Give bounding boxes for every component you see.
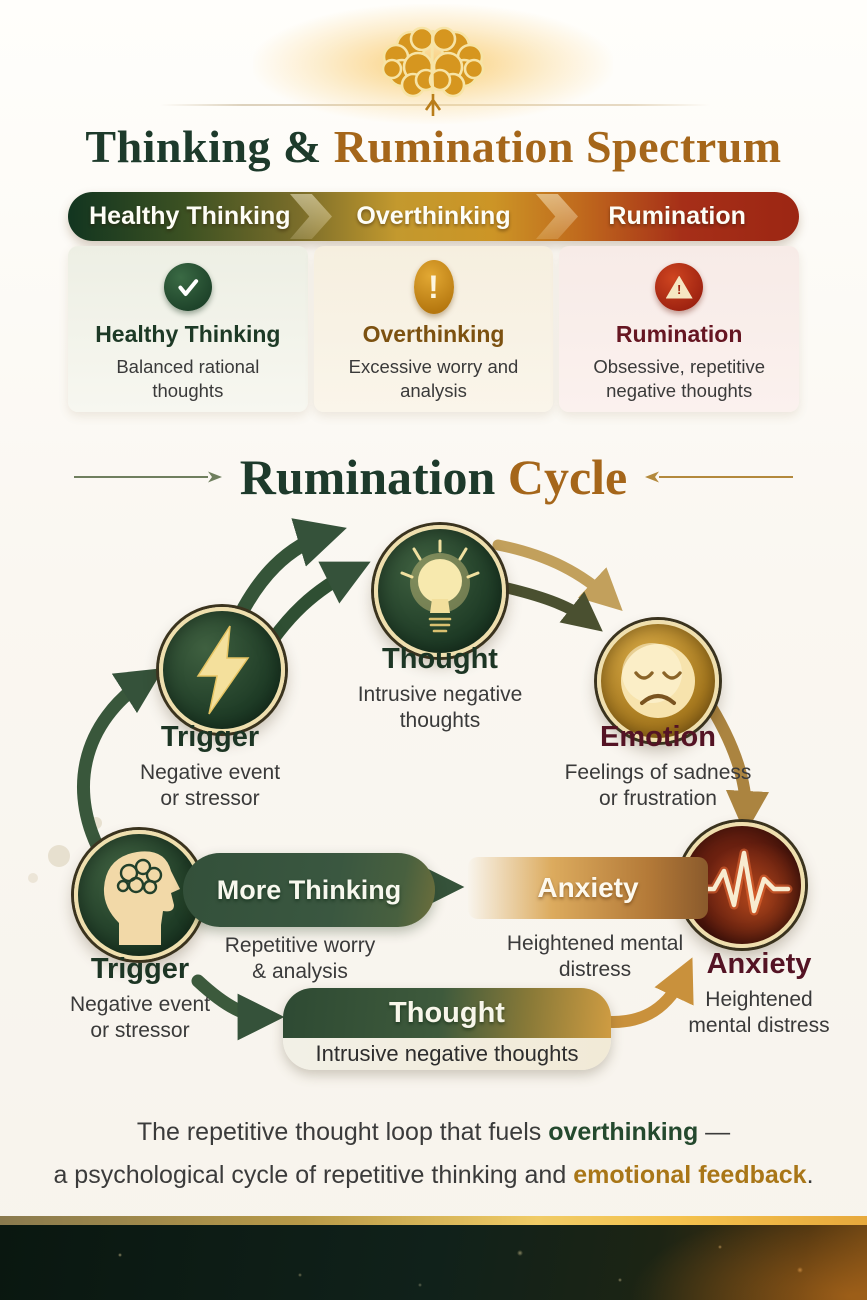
rumination-cycle-diagram: Thought Intrusive negative thoughts Trig… xyxy=(0,505,867,1110)
arrow-emotion-to-anxiety xyxy=(699,691,770,835)
more-thinking-description: Repetitive worry & analysis xyxy=(224,934,376,984)
caption-text: a psychological cycle of repetitive thin… xyxy=(53,1161,574,1189)
emotion-node xyxy=(597,620,719,742)
caption-line-2: a psychological cycle of repetitive thin… xyxy=(0,1161,867,1190)
anxiety-pill-description: Heightened mental distress xyxy=(506,932,684,982)
trigger-description: Negative event or stressor xyxy=(139,761,281,811)
anxiety-right-label: Anxiety Heightened mental distress xyxy=(660,948,858,1040)
right-arrow-line-icon xyxy=(645,471,794,483)
caption-bold-emotional-feedback: emotional feedback xyxy=(573,1161,807,1189)
arrow-thought-pill-to-anxiety xyxy=(592,957,694,1028)
spectrum-segment-rumination: Rumination xyxy=(608,202,746,230)
header-brain-area xyxy=(0,0,867,125)
cycle-title-gold: Cycle xyxy=(507,449,628,505)
card-icon-wrap: ! xyxy=(314,259,554,315)
spectrum-bar: Healthy Thinking Overthinking Rumination xyxy=(68,192,799,241)
thought-label: Thought Intrusive negative thoughts xyxy=(320,643,560,735)
brain-icon xyxy=(381,26,485,116)
caption-text: — xyxy=(698,1118,731,1146)
title-part-gold: Rumination Spectrum xyxy=(333,121,782,172)
caption-line-1: The repetitive thought loop that fuels o… xyxy=(0,1118,867,1147)
card-description: Balanced rational thoughts xyxy=(116,356,260,402)
anxiety-pill: Anxiety xyxy=(468,857,708,919)
card-description: Excessive worry and analysis xyxy=(348,356,519,402)
warning-triangle-icon: ! xyxy=(655,263,704,311)
left-arrow-line-icon xyxy=(73,471,222,483)
thought-pill: Thought Intrusive negative thoughts xyxy=(283,988,611,1070)
emotion-description: Feelings of sadness or frustration xyxy=(564,761,752,811)
arrow-trigger-to-thought-pill xyxy=(191,974,285,1041)
title-part-green: Thinking & xyxy=(85,121,334,172)
trigger-node xyxy=(159,607,285,733)
trigger-title: Trigger xyxy=(160,721,260,753)
caption: The repetitive thought loop that fuels o… xyxy=(0,1118,867,1204)
thought-pill-description: Intrusive negative thoughts xyxy=(283,1038,611,1070)
thought-description: Intrusive negative thoughts xyxy=(357,683,523,733)
card-title: Rumination xyxy=(615,321,743,347)
footer-band xyxy=(0,1225,867,1300)
anxiety-title: Anxiety xyxy=(706,948,812,980)
more-thinking-pill: More Thinking xyxy=(183,853,435,927)
spectrum-cards: Healthy Thinking Balanced rational thoug… xyxy=(68,246,800,412)
spectrum-segment-healthy: Healthy Thinking xyxy=(89,202,291,230)
caption-text: . xyxy=(806,1161,814,1189)
more-thinking-trigger-node xyxy=(74,830,204,960)
cycle-title-green: Rumination xyxy=(239,449,508,505)
checkmark-icon xyxy=(163,263,212,311)
page-title: Thinking & Rumination Spectrum xyxy=(0,120,867,173)
arrow-thought-to-emotion-green xyxy=(497,581,603,632)
cycle-title: Rumination Cycle xyxy=(240,448,628,506)
cycle-heading: Rumination Cycle xyxy=(0,446,867,508)
thought-pill-label: Thought xyxy=(283,988,611,1038)
trigger-title: Trigger xyxy=(90,953,190,985)
thought-title: Thought xyxy=(382,643,498,675)
card-rumination: ! Rumination Obsessive, repetitive negat… xyxy=(559,246,800,412)
head-profile-brain-icon xyxy=(103,851,180,945)
arrow-head-to-trigger xyxy=(77,668,164,864)
card-title: Healthy Thinking xyxy=(95,321,281,347)
card-healthy-thinking: Healthy Thinking Balanced rational thoug… xyxy=(68,246,308,412)
thought-node xyxy=(374,525,506,657)
watercolor-blob xyxy=(28,873,38,883)
card-description: Obsessive, repetitive negative thoughts xyxy=(593,356,766,402)
card-icon-wrap: ! xyxy=(559,259,799,315)
card-icon-wrap xyxy=(68,259,308,315)
exclamation-icon: ! xyxy=(413,260,454,314)
caption-bold-overthinking: overthinking xyxy=(548,1118,699,1146)
card-overthinking: ! Overthinking Excessive worry and analy… xyxy=(313,246,554,412)
sad-face-icon xyxy=(621,643,695,718)
emotion-title: Emotion xyxy=(600,721,716,753)
card-title: Overthinking xyxy=(362,321,505,347)
footer-gold-line xyxy=(0,1216,867,1225)
heartbeat-icon xyxy=(691,848,793,916)
trigger-left-label: Trigger Negative event or stressor xyxy=(45,953,235,1045)
trigger-top-label: Trigger Negative event or stressor xyxy=(110,721,310,813)
watercolor-blob xyxy=(48,845,70,867)
caption-text: The repetitive thought loop that fuels xyxy=(136,1118,549,1146)
lightning-icon xyxy=(196,625,250,715)
trigger-description: Negative event or stressor xyxy=(69,993,211,1043)
spectrum-segment-overthinking: Overthinking xyxy=(356,202,511,230)
emotion-label: Emotion Feelings of sadness or frustrati… xyxy=(543,721,773,813)
lightbulb-icon xyxy=(400,539,480,633)
anxiety-description: Heightened mental distress xyxy=(688,988,830,1038)
warning-triangle-glyph: ! xyxy=(665,275,693,299)
